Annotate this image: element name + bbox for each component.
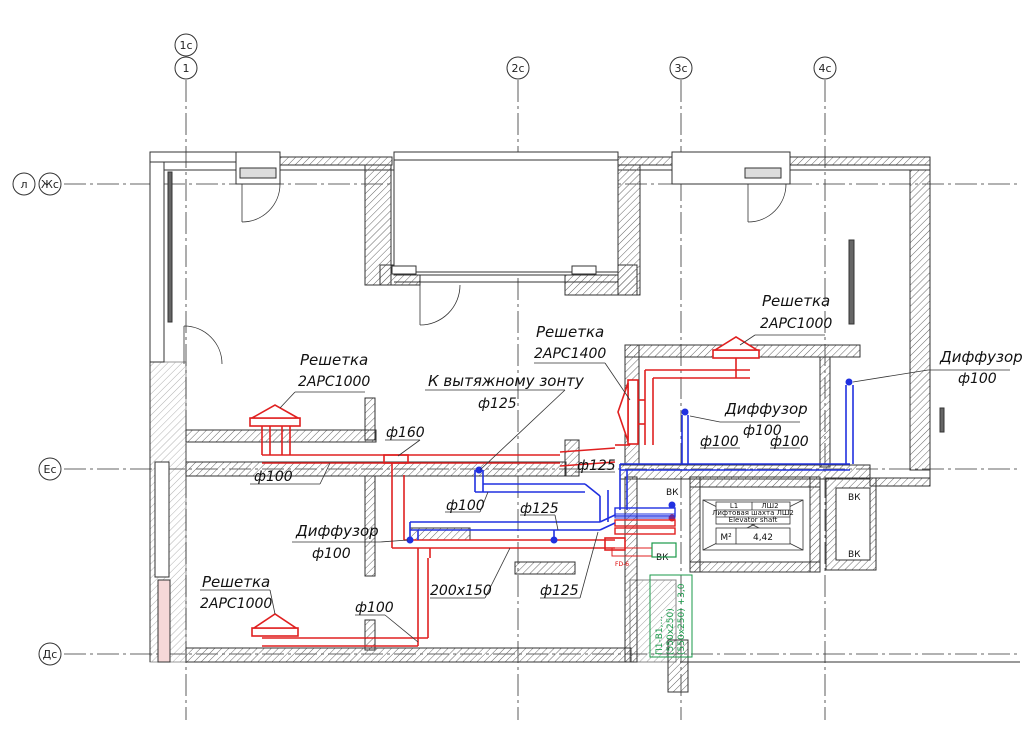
- duct-d125-c: ф125: [540, 583, 579, 599]
- diffuser-2-size: ф100: [743, 423, 782, 439]
- axis-label-dc: Дс: [43, 648, 58, 661]
- shaft-code-b: ЛШ2: [761, 502, 778, 510]
- supply-ducts: [261, 369, 750, 647]
- walls: [149, 151, 1020, 693]
- axis-label-3c: 3с: [674, 62, 687, 75]
- shaft-texts: L1 ЛШ2 Лифтовая шахта ЛШ2 Elevator shaft…: [656, 488, 861, 563]
- shaft-code-a: L1: [730, 502, 738, 510]
- leader-lines: [200, 334, 1010, 643]
- axis-bubbles: [12, 33, 837, 666]
- axis-label-l: л: [20, 178, 27, 191]
- shaft-name-en: Elevator shaft: [729, 516, 778, 524]
- vk-label-1: ВК: [666, 488, 679, 498]
- axis-label-zhc: Жс: [41, 178, 59, 191]
- green-tag-line2: (550x250): [666, 608, 676, 655]
- grille-4-title: Решетка: [762, 292, 830, 310]
- diffuser-3-size: ф100: [312, 546, 351, 562]
- grille-2-model: 2АРС1000: [200, 596, 272, 612]
- diffuser-1-size: ф100: [958, 371, 997, 387]
- fire-damper: FD-6: [611, 542, 677, 568]
- vk-label-2: ВК: [848, 493, 861, 503]
- axis-label-1c: 1с: [179, 39, 192, 52]
- grille-symbol-1: [248, 404, 302, 427]
- duct-d125-b: ф125: [577, 458, 616, 474]
- green-tag: П1-В1,... (550x250) (550x250) +3,0: [649, 574, 693, 658]
- duct-rect: 200x150: [430, 583, 492, 599]
- exhaust-terminals: [406, 378, 853, 544]
- shaft-name-ru: Лифтовая шахта ЛШ2: [712, 509, 794, 517]
- grille-3-title: Решетка: [536, 323, 604, 341]
- grille-4-model: 2АРС1000: [760, 316, 832, 332]
- duct-d100-a: ф100: [254, 469, 293, 485]
- shaft-area-value: 4,42: [753, 533, 773, 543]
- shaft-area-label: М²: [720, 533, 732, 543]
- axis-labels: 1с 1 2с 3с 4с л Жс Ес Дс: [20, 39, 831, 661]
- axis-label-ec: Ес: [44, 463, 57, 476]
- green-tag-line1: П1-В1,...: [655, 616, 665, 655]
- grille-2-title: Решетка: [202, 573, 270, 591]
- damper-code: FD-6: [615, 561, 629, 568]
- axis-label-1: 1: [183, 62, 190, 75]
- elevator-shaft: [702, 499, 804, 551]
- vk-label-3: ВК: [848, 550, 861, 560]
- annotations: Решетка 2АРС1000 Решетка 2АРС1400 Решетк…: [200, 292, 1023, 616]
- grille-1-model: 2АРС1000: [298, 374, 370, 390]
- doors: [183, 183, 787, 365]
- hood-title: К вытяжному зонту: [428, 372, 585, 390]
- grille-1-title: Решетка: [300, 351, 368, 369]
- duct-d100-e: ф100: [355, 600, 394, 616]
- hood-size: ф125: [478, 396, 517, 412]
- duct-d100-b: ф100: [446, 498, 485, 514]
- diffuser-3-title: Диффузор: [295, 522, 379, 540]
- diffuser-1-title: Диффузор: [939, 348, 1023, 366]
- vk-label-4: ВК: [656, 553, 669, 563]
- grille-3-model: 2АРС1400: [534, 346, 606, 362]
- duct-d125-a: ф125: [520, 501, 559, 517]
- grille-symbol-large: [617, 379, 645, 445]
- diffuser-2-title: Диффузор: [724, 400, 808, 418]
- duct-d100-d: ф100: [770, 434, 809, 450]
- grille-symbol-2: [251, 613, 299, 637]
- grille-symbol-3: [712, 336, 760, 378]
- axis-label-2c: 2с: [511, 62, 524, 75]
- duct-d160: ф160: [386, 425, 425, 441]
- exhaust-ducts: [409, 385, 854, 540]
- green-tag-line3: (550x250) +3,0: [677, 583, 687, 655]
- duct-d100-c: ф100: [700, 434, 739, 450]
- axis-label-4c: 4с: [818, 62, 831, 75]
